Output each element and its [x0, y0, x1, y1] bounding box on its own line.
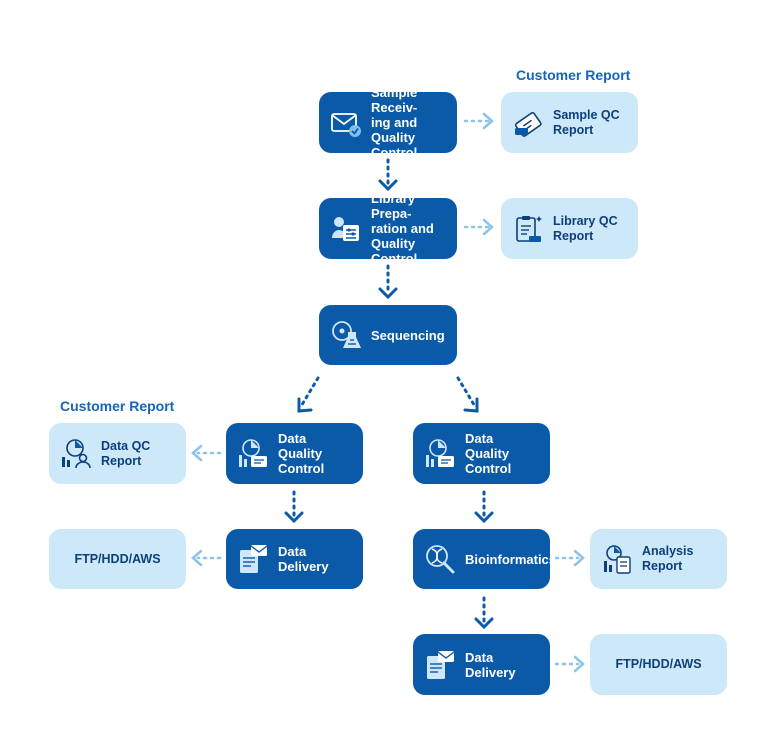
arrow-to-ftp-left [191, 549, 222, 567]
sequencer-flask-icon [332, 321, 361, 348]
data-delivery-right-label: Data Delivery [465, 649, 516, 680]
arrow-receiving-to-library [378, 158, 398, 192]
ftp-hdd-aws-left-node: FTP/HDD/AWS [49, 529, 186, 589]
data-qc-report-node: Data QC Report [49, 423, 186, 484]
arrow-sequencing-to-dqc-left [297, 376, 320, 413]
library-qc-report-node: Library QC Report [501, 198, 638, 259]
arrow-to-library-qc-report [463, 218, 494, 236]
chart-document-icon [426, 438, 454, 467]
analysis-report-label: Analysis Report [642, 544, 694, 573]
library-prep-label: Library Prepa- ration and Quality Contro… [371, 191, 434, 266]
data-quality-control-left-node: Data Quality Control [226, 423, 363, 484]
bioinformatics-node: Bioinformatics [413, 529, 556, 589]
arrow-bioinformatics-to-delivery [474, 596, 494, 630]
ftp-hdd-aws-right-label: FTP/HDD/AWS [615, 657, 702, 671]
data-delivery-left-label: Data Delivery [278, 544, 329, 574]
dna-magnifier-icon [426, 545, 455, 574]
chart-document-icon [239, 438, 267, 467]
customer-report-heading-left: Customer Report [60, 398, 175, 414]
sample-receiving-node: Sample Receiv- ing and Quality Control [319, 85, 457, 160]
sample-receiving-label: Sample Receiv- ing and Quality Control [371, 85, 418, 160]
envelope-check-icon [331, 112, 361, 137]
data-quality-control-left-label: Data Quality Control [278, 431, 325, 476]
email-document-icon [240, 545, 268, 573]
library-qc-report-label: Library QC Report [553, 213, 618, 243]
arrow-sequencing-to-dqc-right [456, 376, 479, 413]
arrow-to-data-qc-report [191, 444, 222, 462]
arrow-library-to-sequencing [378, 264, 398, 300]
arrow-dqc-left-to-delivery [284, 490, 304, 524]
email-document-icon [427, 650, 455, 679]
data-delivery-right-node: Data Delivery [413, 634, 550, 695]
clipboard-icon [516, 215, 542, 242]
arrow-to-sample-qc-report [463, 112, 494, 130]
arrow-to-ftp-right [554, 655, 585, 673]
data-quality-control-right-label: Data Quality Control [465, 431, 512, 476]
analysis-report-icon [604, 545, 631, 574]
data-qc-report-label: Data QC Report [101, 438, 151, 468]
library-prep-node: Library Prepa- ration and Quality Contro… [319, 191, 457, 266]
sample-qc-report-node: Sample QC Report [501, 92, 638, 153]
sample-qc-report-label: Sample QC Report [553, 107, 620, 137]
people-settings-icon [332, 216, 359, 241]
ftp-hdd-aws-left-label: FTP/HDD/AWS [74, 551, 161, 566]
chart-person-icon [62, 438, 91, 468]
bioinformatics-label: Bioinformatics [465, 551, 557, 567]
ftp-hdd-aws-right-node: FTP/HDD/AWS [590, 634, 727, 695]
analysis-report-node: Analysis Report [590, 529, 727, 589]
data-quality-control-right-node: Data Quality Control [413, 423, 550, 484]
ticket-report-icon [514, 111, 542, 137]
arrow-to-analysis-report [554, 549, 585, 567]
arrow-dqc-right-to-bioinformatics [474, 490, 494, 524]
customer-report-heading-top: Customer Report [516, 67, 631, 83]
sequencing-label: Sequencing [371, 327, 445, 343]
sequencing-node: Sequencing [319, 305, 457, 365]
data-delivery-left-node: Data Delivery [226, 529, 363, 589]
